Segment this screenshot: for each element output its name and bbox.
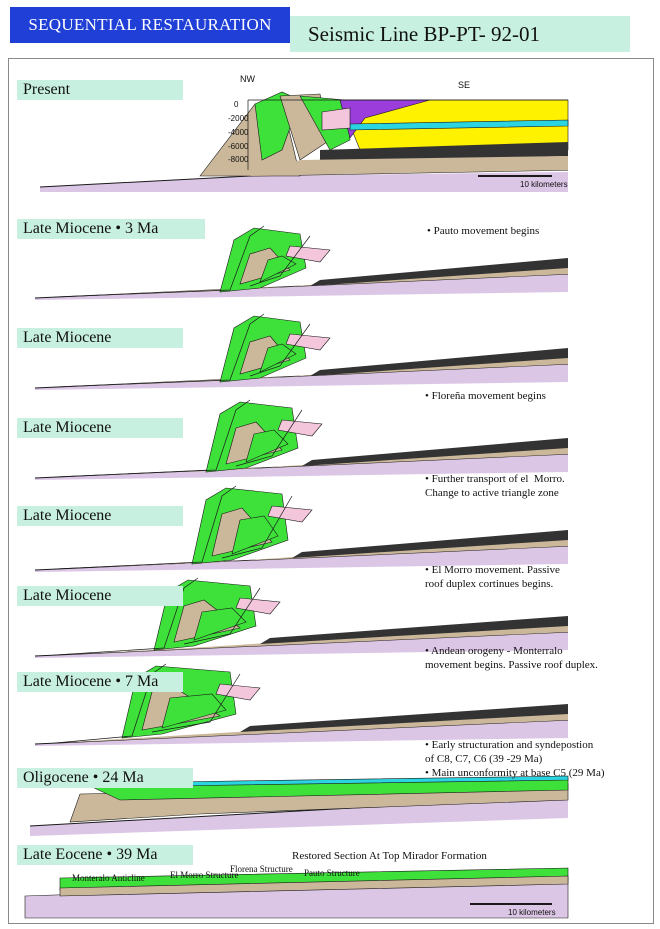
- present-scale-label: 10 kilometers: [520, 180, 568, 189]
- stage-label-late-eocene-39ma: Late Eocene • 39 Ma: [17, 845, 193, 865]
- annotation-florena: • Floreña movement begins: [425, 389, 546, 403]
- stage-label-late-miocene-7ma: Late Miocene • 7 Ma: [17, 672, 183, 692]
- depth-0: 0: [234, 100, 238, 109]
- label-el-morro-structure: El Morro Structure: [170, 870, 238, 880]
- annotation-early-structuration: • Early structuration and syndepostion o…: [425, 738, 605, 780]
- depth-4000: -4000: [228, 128, 248, 137]
- annotation-el-morro-movement: • El Morro movement. Passive roof duplex…: [425, 563, 560, 591]
- stage-label-late-miocene-d: Late Miocene: [17, 586, 183, 606]
- stage-label-present: Present: [17, 80, 183, 100]
- annotation-el-morro-transport: • Further transport of el Morro. Change …: [425, 472, 565, 500]
- depth-6000: -6000: [228, 142, 248, 151]
- label-pauto-structure: Pauto Structure: [304, 868, 360, 878]
- label-florena-structure: Florena Structure: [230, 864, 293, 874]
- present-pink: [322, 108, 350, 130]
- nw-label: NW: [240, 74, 255, 84]
- annotation-restored-section: Restored Section At Top Mirador Formatio…: [292, 849, 487, 863]
- annotation-pauto: • Pauto movement begins: [427, 224, 539, 238]
- se-label: SE: [458, 80, 470, 90]
- annotation-andean-orogeny: • Andean orogeny - Monterralo movement b…: [425, 644, 598, 672]
- label-monteralo-anticline: Monteralo Anticline: [72, 873, 145, 883]
- stage-label-oligocene-24ma: Oligocene • 24 Ma: [17, 768, 193, 788]
- depth-2000: -2000: [228, 114, 248, 123]
- stage-label-late-miocene-c: Late Miocene: [17, 506, 183, 526]
- stage-label-late-miocene-3ma: Late Miocene • 3 Ma: [17, 219, 205, 239]
- depth-8000: -8000: [228, 155, 248, 164]
- stage-label-late-miocene-a: Late Miocene: [17, 328, 183, 348]
- stage-label-late-miocene-b: Late Miocene: [17, 418, 183, 438]
- eocene-scale-label: 10 kilometers: [508, 908, 556, 917]
